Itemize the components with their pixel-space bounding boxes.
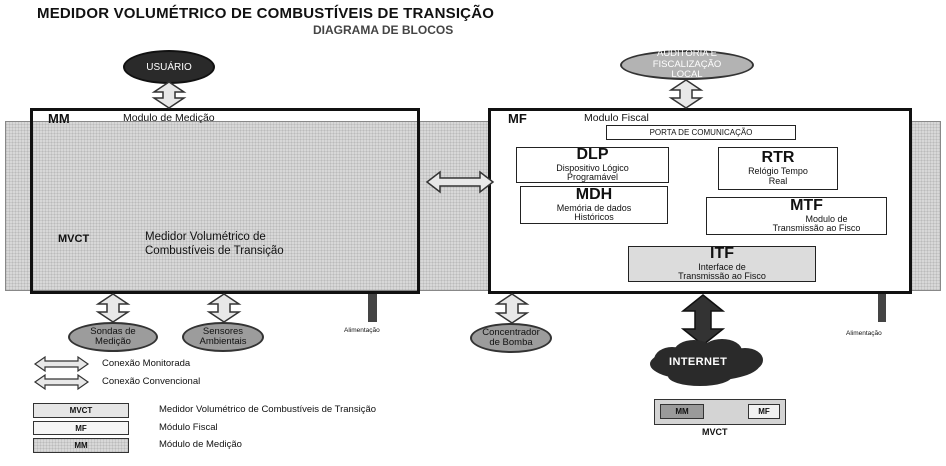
mvct-abbr: MVCT: [58, 233, 90, 245]
auditoria-node: AUDITORIA E FISCALIZAÇÃO LOCAL: [620, 49, 754, 80]
legend-convencional-arrow: [33, 373, 90, 391]
internet-itf-arrow: [680, 294, 726, 346]
mm-power-post: [368, 294, 377, 322]
itf-box: ITF Interface de Transmissão ao Fisco: [628, 244, 816, 282]
legend-mf-swatch: MF: [33, 421, 129, 435]
usuario-node: USUÁRIO: [123, 50, 215, 84]
mf-power-post: [878, 294, 886, 322]
mtf-box: MTF Modulo de Transmissão ao Fisco: [706, 197, 887, 235]
mtf-line2: Transmissão ao Fisco: [772, 223, 861, 234]
mdh-line1: Memória de dados: [556, 202, 632, 213]
mvct-description: Medidor Volumétrico de Combustíveis de T…: [145, 230, 284, 259]
mvct-line2: Combustíveis de Transição: [145, 245, 284, 258]
sensores-mm-arrow: [206, 293, 242, 323]
rtr-box: RTR Relógio Tempo Real: [718, 147, 838, 190]
mvct-line1: Medidor Volumétrico de: [145, 231, 266, 243]
port-box: PORTA DE COMUNICAÇÃO: [606, 125, 796, 140]
legend-mm-swatch: MM: [33, 438, 129, 453]
legend-convencional-label: Conexão Convencional: [102, 376, 201, 387]
sondas-label: Sondas de Medição: [90, 325, 136, 347]
concentrador-mf-arrow: [494, 293, 530, 324]
mtf-title: MTF: [790, 196, 823, 214]
sensores-node: Sensores Ambientais: [182, 322, 264, 352]
legend-mvct-swatch: MVCT: [33, 403, 129, 418]
mf-power-label: Alimentação: [846, 330, 882, 337]
itf-title: ITF: [710, 244, 734, 262]
mini-mm-box: MM: [660, 404, 704, 419]
diagram-subtitle: DIAGRAMA DE BLOCOS: [313, 23, 454, 37]
dlp-line1: Dispositivo Lógico: [556, 162, 629, 173]
mm-power-label: Alimentação: [344, 327, 380, 334]
diagram-title: MEDIDOR VOLUMÉTRICO DE COMBUSTÍVEIS DE T…: [37, 5, 495, 22]
mdh-title: MDH: [575, 185, 613, 203]
sensores-label: Sensores Ambientais: [199, 325, 247, 347]
mtf-line1: Modulo de: [805, 213, 848, 224]
sondas-mm-arrow: [95, 293, 131, 323]
mdh-line2: Históricos: [574, 212, 614, 223]
itf-line2: Transmissão ao Fisco: [678, 271, 766, 282]
usuario-mm-arrow: [151, 81, 187, 109]
mm-module: [30, 108, 420, 294]
mm-abbr: MM: [48, 111, 70, 126]
dlp-title: DLP: [576, 145, 609, 163]
legend-mm-label: Módulo de Medição: [159, 439, 242, 450]
mf-abbr: MF: [508, 111, 527, 126]
legend-mf-label: Módulo Fiscal: [159, 422, 218, 433]
itf-line1: Interface de: [698, 261, 746, 272]
sondas-node: Sondas de Medição: [68, 322, 158, 352]
internet-label: INTERNET: [669, 356, 728, 368]
auditoria-mf-arrow: [668, 79, 704, 109]
mdh-box: MDH Memória de dados Históricos: [520, 186, 668, 224]
legend-mvct-label: Medidor Volumétrico de Combustíveis de T…: [159, 404, 377, 415]
legend-monitorada-arrow: [33, 355, 90, 373]
dlp-line2: Programável: [566, 172, 619, 183]
dlp-box: DLP Dispositivo Lógico Programável: [516, 145, 669, 183]
rtr-line1: Relógio Tempo: [748, 166, 808, 176]
concentrador-node: Concentrador de Bomba: [470, 323, 552, 353]
rtr-title: RTR: [761, 149, 795, 167]
legend-monitorada-label: Conexão Monitorada: [102, 358, 191, 369]
concentrador-label: Concentrador de Bomba: [482, 326, 540, 348]
mm-label: Modulo de Medição: [123, 112, 215, 124]
mini-mf-box: MF: [748, 404, 780, 419]
mini-mvct-label: MVCT: [702, 427, 728, 437]
rtr-line2: Real: [768, 175, 788, 186]
mf-label: Modulo Fiscal: [584, 112, 649, 124]
